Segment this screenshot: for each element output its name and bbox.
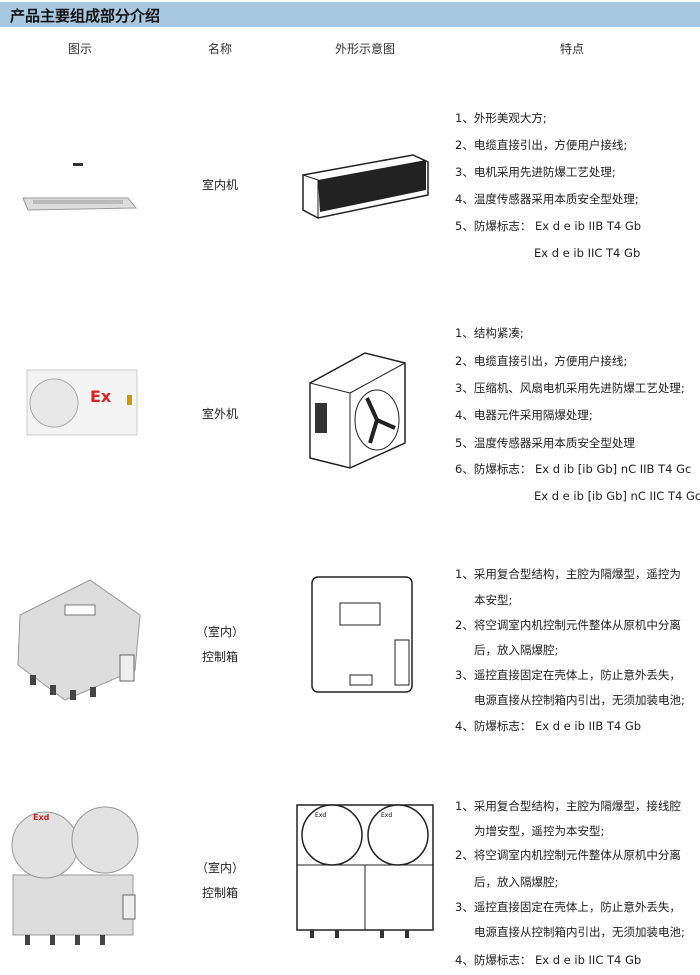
feature-line: 3、压缩机、风扇电机采用先进防爆工艺处理; — [455, 381, 685, 395]
feature-line: 2、电缆直接引出，方便用户接线; — [455, 138, 628, 152]
indoor-unit-diagram — [302, 154, 429, 219]
feature-line: 1、结构紧凑; — [455, 326, 524, 340]
feature-line: 4、防爆标志： Ex d e ib IIC T4 Gb — [455, 953, 642, 967]
control-box-diagram — [311, 576, 413, 693]
row4-name-line2: 控制箱 — [201, 886, 238, 900]
section-title: 产品主要组成部分介绍 — [10, 7, 161, 25]
feature-line: 3、遥控直接固定在壳体上，防止意外丢失， — [455, 668, 681, 682]
col-header-name: 名称 — [208, 42, 233, 56]
dual-control-box-diagram: Exd Exd — [296, 804, 434, 938]
feature-line: 2、将空调室内机控制元件整体从原机中分离 — [455, 618, 681, 632]
feature-line: 4、电器元件采用隔爆处理; — [455, 408, 593, 422]
feature-line: 5、防爆标志： Ex d e ib IIB T4 Gb — [455, 219, 642, 233]
feature-line: 4、防爆标志： Ex d e ib IIB T4 Gb — [455, 719, 642, 733]
col-header-image: 图示 — [68, 42, 93, 56]
feature-line: 为增安型，遥控为本安型; — [474, 824, 605, 838]
feature-line: 1、外形美观大方; — [455, 111, 547, 125]
svg-text:Exd: Exd — [33, 813, 50, 822]
row3-name-line2: 控制箱 — [201, 650, 238, 664]
feature-line: 2、电缆直接引出，方便用户接线; — [455, 354, 628, 368]
feature-line: 3、电机采用先进防爆工艺处理; — [455, 165, 616, 179]
indoor-unit-photo — [22, 163, 138, 211]
feature-line: 后，放入隔爆腔; — [474, 875, 559, 889]
feature-line: 本安型; — [474, 593, 513, 607]
feature-line: Ex d e ib IIC T4 Gb — [534, 246, 641, 260]
svg-text:Exd: Exd — [315, 812, 326, 819]
feature-line: 电源直接从控制箱内引出，无须加装电池; — [474, 693, 685, 707]
outdoor-unit-photo: Ex — [26, 369, 138, 436]
feature-line: 5、温度传感器采用本质安全型处理 — [455, 436, 635, 450]
feature-line: 4、温度传感器采用本质安全型处理; — [455, 192, 639, 206]
outdoor-unit-diagram — [309, 352, 406, 469]
row2-name: 室外机 — [201, 407, 238, 421]
row4-name-line1: （室内） — [195, 861, 244, 875]
row3-name-line1: （室内） — [195, 625, 244, 639]
col-header-features: 特点 — [560, 42, 585, 56]
feature-line: 1、采用复合型结构，主腔为隔爆型，遥控为 — [455, 567, 681, 581]
feature-line: 电源直接从控制箱内引出，无须加装电池; — [474, 925, 685, 939]
section-header: 产品主要组成部分介绍 — [0, 2, 700, 27]
feature-line: Ex d e ib [ib Gb] nC IIC T4 Gc — [534, 489, 700, 503]
feature-line: 3、遥控直接固定在壳体上，防止意外丢失， — [455, 900, 681, 914]
feature-line: 2、将空调室内机控制元件整体从原机中分离 — [455, 848, 681, 862]
dual-control-box-photo: Exd — [11, 806, 139, 945]
col-header-diagram: 外形示意图 — [335, 42, 396, 56]
ex-mark: Ex — [90, 387, 112, 406]
feature-line: 1、采用复合型结构，主腔为隔爆型，接线腔 — [455, 799, 681, 813]
control-box-photo — [17, 579, 141, 701]
row1-name: 室内机 — [201, 178, 238, 192]
svg-text:Exd: Exd — [381, 812, 392, 819]
feature-line: 6、防爆标志： Ex d ib [ib Gb] nC IIB T4 Gc — [455, 462, 692, 476]
feature-line: 后，放入隔爆腔; — [474, 643, 559, 657]
